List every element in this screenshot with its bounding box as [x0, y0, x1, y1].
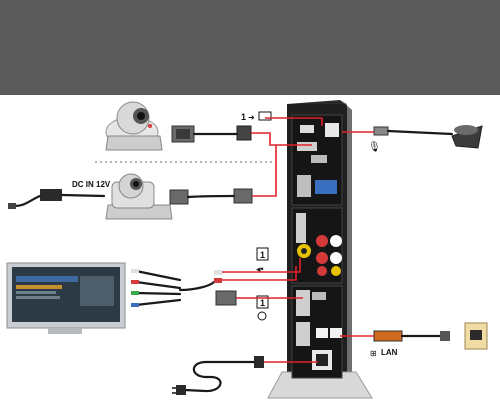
- connection-diagram: 1 ➜ DC IN 12V: [6, 100, 488, 399]
- conference-microphone: [451, 125, 483, 149]
- codec-unit: [267, 100, 373, 399]
- camera-control-connector: [236, 125, 252, 141]
- main-camera: [105, 101, 163, 151]
- wall-network-jack: [464, 322, 488, 350]
- lan-label: LAN: [381, 348, 398, 357]
- secondary-camera: [105, 173, 173, 220]
- connection-lines: [222, 117, 374, 363]
- lan-icon: ⊞: [370, 349, 377, 358]
- header-banner: [0, 0, 500, 95]
- audio-out-marker: 1 ◂•: [256, 247, 269, 274]
- svg-text:➜: ➜: [248, 113, 255, 122]
- power-cable: [172, 356, 264, 395]
- mic-icon: 🎙: [368, 141, 381, 153]
- secondary-camera-connector: [169, 188, 253, 205]
- mic-marker-label: 1: [260, 298, 265, 308]
- mic-cable-plug: [373, 126, 389, 136]
- television: [6, 262, 126, 334]
- svg-text:◂•: ◂•: [256, 264, 264, 274]
- camera-power-label: DC IN 12V: [72, 180, 111, 189]
- mic-marker: 1: [256, 295, 269, 321]
- display-port-marker-label: 1: [241, 112, 246, 122]
- camera-dvi-connector: [171, 125, 195, 143]
- display-port-marker: 1 ➜: [241, 111, 272, 122]
- av-cable-set: [131, 269, 237, 307]
- lan-cable: [373, 330, 450, 342]
- camera-power-adapter: [8, 189, 106, 209]
- audio-out-marker-label: 1: [260, 250, 265, 260]
